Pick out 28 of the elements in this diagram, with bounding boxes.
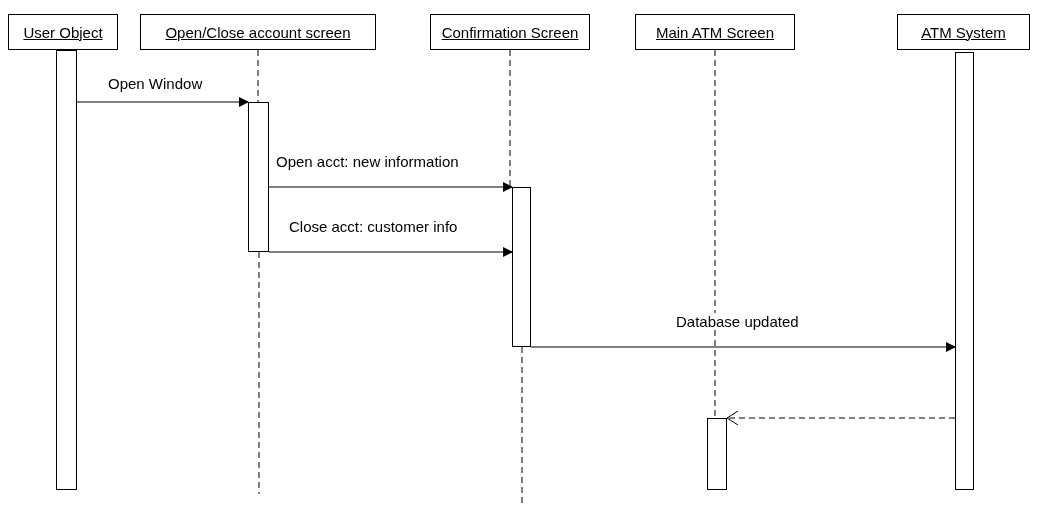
participant-box — [140, 14, 376, 50]
lifeline — [258, 251, 260, 495]
activation-bar — [707, 418, 727, 490]
activation-bar — [248, 102, 269, 252]
participant-box — [8, 14, 118, 50]
message-label: Database updated — [676, 313, 799, 330]
lifeline — [714, 49, 716, 419]
activation-bar — [955, 52, 974, 490]
participant-box — [430, 14, 590, 50]
return-arrow — [726, 410, 956, 426]
activation-bar — [56, 50, 77, 490]
activation-bar — [512, 187, 531, 347]
participant-name: Open/Close account screen — [165, 23, 351, 41]
participant-name: Confirmation Screen — [441, 23, 579, 41]
message-arrow — [268, 182, 513, 192]
message-label: Close acct: customer info — [289, 218, 458, 235]
message-label: Open acct: new information — [276, 153, 459, 170]
participant-name: ATM System — [921, 23, 1006, 41]
participant-name: User Object — [23, 23, 103, 41]
participant-name: Main ATM Screen — [655, 23, 775, 41]
participant-box — [897, 14, 1030, 50]
message-arrow — [76, 97, 249, 107]
message-arrow — [268, 247, 513, 257]
message-label: Open Window — [108, 75, 203, 92]
lifeline — [509, 49, 511, 188]
lifeline — [257, 49, 259, 103]
message-arrow — [530, 342, 956, 352]
participant-box — [635, 14, 795, 50]
